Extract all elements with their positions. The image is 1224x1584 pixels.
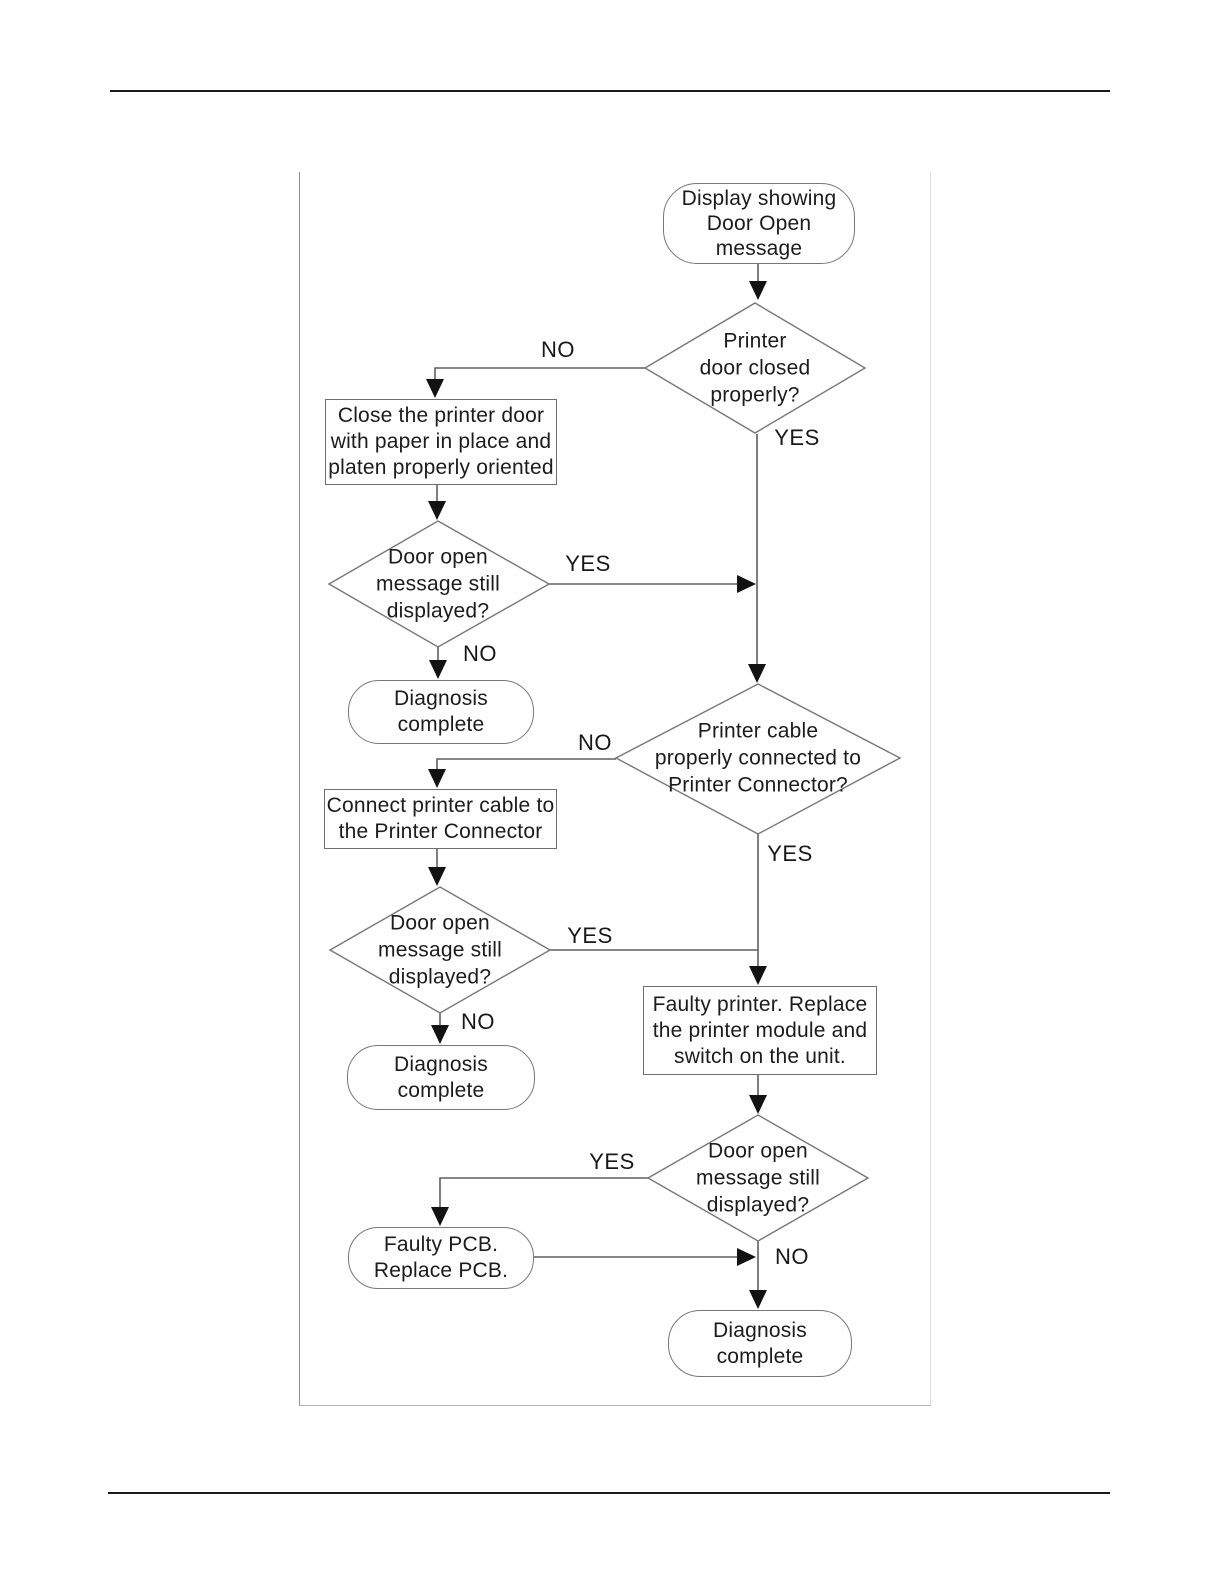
edge-label-yes: YES bbox=[565, 551, 611, 576]
node-text-line: message bbox=[715, 237, 803, 260]
node-text-line: Printer Connector? bbox=[668, 773, 848, 797]
node-text-line: complete bbox=[716, 1344, 804, 1368]
arrowhead-down-icon bbox=[431, 1207, 449, 1226]
node-connect-printer-cable: Connect printer cable to the Printer Con… bbox=[324, 789, 557, 849]
node-text-line: the printer module and bbox=[652, 1018, 868, 1042]
arrowhead-down-icon bbox=[426, 379, 444, 398]
edge-lines bbox=[434, 262, 759, 1292]
edge-yes-to-faulty-pcb bbox=[439, 1177, 648, 1209]
node-text-line: Door open bbox=[388, 545, 488, 569]
node-text-line: message still bbox=[376, 572, 500, 596]
edge-label-no: NO bbox=[461, 1009, 495, 1034]
node-diagnosis-complete-2: Diagnosis complete bbox=[347, 1045, 535, 1110]
node-text-line: message still bbox=[378, 938, 502, 962]
node-text-line: message still bbox=[696, 1166, 820, 1190]
top-page-rule bbox=[110, 90, 1110, 92]
node-text-line: switch on the unit. bbox=[674, 1044, 846, 1068]
node-text-line: Printer cable bbox=[697, 719, 819, 743]
edge-label-yes: YES bbox=[567, 923, 613, 948]
node-text-line: Diagnosis bbox=[393, 1052, 488, 1076]
node-text-line: Door open bbox=[390, 911, 490, 935]
decision-door-open-still-2 bbox=[328, 886, 552, 1014]
node-text-line: displayed? bbox=[386, 599, 490, 623]
node-text-line: Connect printer cable to bbox=[326, 794, 555, 817]
node-text-line: platen properly oriented bbox=[328, 456, 554, 479]
arrowhead-down-icon bbox=[431, 1025, 449, 1044]
decision-text-door-open-still-1: Door open message still displayed? bbox=[376, 544, 500, 625]
arrowhead-down-icon bbox=[428, 501, 446, 520]
decision-door-open-still-3 bbox=[646, 1114, 870, 1242]
edge-label-yes: YES bbox=[589, 1149, 635, 1174]
arrowhead-down-icon bbox=[748, 664, 766, 683]
flowchart-frame bbox=[299, 172, 931, 1406]
node-text-line: Door Open bbox=[706, 212, 812, 235]
decision-diamonds bbox=[327, 302, 902, 1242]
node-text-line: properly connected to bbox=[654, 746, 862, 770]
arrowheads bbox=[426, 281, 767, 1309]
node-faulty-pcb: Faulty PCB. Replace PCB. bbox=[348, 1227, 534, 1289]
decision-printer-cable-connected bbox=[614, 683, 902, 835]
node-text-line: with paper in place and bbox=[330, 430, 552, 453]
node-text-line: Diagnosis bbox=[393, 687, 488, 710]
node-start-terminator: Display showing Door Open message bbox=[663, 183, 855, 264]
node-text-line: Faulty printer. Replace bbox=[652, 992, 868, 1016]
node-text-line: the Printer Connector bbox=[338, 820, 543, 843]
edge-label-no: NO bbox=[541, 337, 575, 362]
decision-text-door-open-still-3: Door open message still displayed? bbox=[696, 1138, 820, 1219]
node-faulty-printer: Faulty printer. Replace the printer modu… bbox=[643, 986, 877, 1075]
arrowhead-down-icon bbox=[749, 966, 767, 985]
node-text-line: Printer bbox=[723, 329, 787, 353]
node-text-line: properly? bbox=[710, 383, 800, 407]
node-text-line: Replace PCB. bbox=[373, 1259, 509, 1282]
arrowhead-down-icon bbox=[428, 867, 446, 886]
decision-text-door-open-still-2: Door open message still displayed? bbox=[378, 910, 502, 991]
edge-label-yes: YES bbox=[767, 841, 813, 866]
edge-label-no: NO bbox=[775, 1244, 809, 1269]
arrowhead-right-icon bbox=[737, 1248, 756, 1266]
decision-text-printer-cable-connected: Printer cable properly connected to Prin… bbox=[655, 718, 861, 799]
edge-label-yes: YES bbox=[774, 425, 820, 450]
node-text-line: Door open bbox=[708, 1139, 808, 1163]
node-diagnosis-complete-3: Diagnosis complete bbox=[668, 1310, 852, 1377]
node-text-line: Diagnosis bbox=[712, 1318, 807, 1342]
node-text-line: complete bbox=[397, 713, 485, 736]
node-text-line: door closed bbox=[699, 356, 811, 380]
bottom-page-rule bbox=[108, 1492, 1110, 1494]
decision-door-open-still-1 bbox=[327, 520, 551, 648]
arrowhead-right-icon bbox=[737, 575, 756, 593]
node-text-line: Faulty PCB. bbox=[383, 1233, 499, 1256]
arrowhead-down-icon bbox=[749, 1095, 767, 1114]
node-text-line: Display showing bbox=[681, 187, 837, 210]
decision-text-printer-door-closed: Printer door closed properly? bbox=[700, 328, 811, 409]
arrowhead-down-icon bbox=[429, 660, 447, 679]
node-text-line: Close the printer door bbox=[337, 404, 545, 427]
edge-no-to-close-door bbox=[434, 367, 645, 381]
node-close-printer-door: Close the printer door with paper in pla… bbox=[325, 399, 557, 485]
node-text-line: complete bbox=[397, 1078, 485, 1102]
decision-printer-door-closed bbox=[643, 302, 867, 434]
arrowhead-down-icon bbox=[749, 1290, 767, 1309]
edge-label-no: NO bbox=[463, 641, 497, 666]
edge-no-to-connect-cable bbox=[436, 758, 616, 771]
edge-label-no: NO bbox=[578, 730, 612, 755]
node-text-line: displayed? bbox=[706, 1193, 810, 1217]
arrowhead-down-icon bbox=[428, 769, 446, 788]
arrowhead-down-icon bbox=[749, 281, 767, 300]
node-text-line: displayed? bbox=[388, 965, 492, 989]
node-diagnosis-complete-1: Diagnosis complete bbox=[348, 680, 534, 744]
